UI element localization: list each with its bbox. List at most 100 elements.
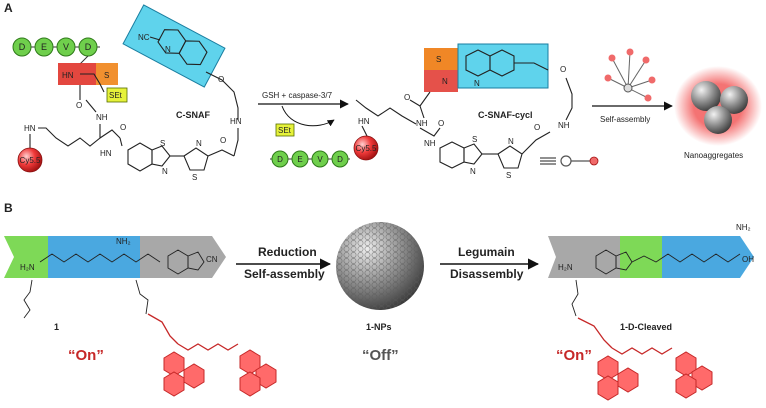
set-label: SEt xyxy=(109,91,123,100)
atom-label: NC xyxy=(138,33,150,42)
atom-label: O xyxy=(560,65,566,74)
segment-green xyxy=(4,236,48,278)
peptide-circle xyxy=(12,37,32,57)
atom-label: HN xyxy=(100,149,112,158)
cy55-dye-icon xyxy=(353,135,379,161)
compound-1-label: 1 xyxy=(54,322,59,332)
atom-label: O xyxy=(220,136,226,145)
cleaved-scaffold: H₂N NH₂ OH xyxy=(548,223,754,317)
benzothiazole-a: S N N S O HN xyxy=(127,117,242,182)
atom-label: S xyxy=(192,173,197,182)
compound-name-csnaf: C-SNAF xyxy=(176,110,210,120)
segment-gray xyxy=(140,236,226,278)
atom-label: HN xyxy=(24,124,36,133)
atom-label: NH₂ xyxy=(116,237,131,246)
set-leaving-label: SEt xyxy=(278,126,292,135)
legumain-arrow: Legumain Disassembly xyxy=(440,245,540,281)
cy-label: Cy5.5 xyxy=(20,156,41,165)
monomer-tail-icon xyxy=(589,156,599,166)
atom-label: NH xyxy=(96,113,108,122)
off-label: “Off” xyxy=(362,347,399,364)
reduction-arrow: Reduction Self-assembly xyxy=(236,245,332,281)
peptide-circle xyxy=(56,37,76,57)
on-label-right: “On” xyxy=(556,347,592,364)
peptide-letter: E xyxy=(297,155,302,164)
peptide-circle xyxy=(291,150,309,168)
atom-label: CN xyxy=(206,255,218,264)
disassembly-text: Disassembly xyxy=(450,267,524,281)
atom-label: NH₂ xyxy=(736,223,751,232)
monomer-head-icon xyxy=(560,155,572,167)
lysine-chain-a: HN Cy5.5 O HN xyxy=(17,123,126,173)
peptide-circle xyxy=(311,150,329,168)
peptide-circle xyxy=(331,150,349,168)
nanoaggregates: Nanoaggregates xyxy=(674,66,762,160)
nanoparticle-ball-icon xyxy=(691,81,721,111)
atom-label: N xyxy=(442,77,448,86)
product-csnaf-cycl: S N N O NH O NH O NH HN Cy5.5 S N N S O … xyxy=(353,43,599,180)
peptide-letter: D xyxy=(277,155,283,164)
atom-label: N xyxy=(470,167,476,176)
atom-label: N xyxy=(474,79,480,88)
peptide-letter: D xyxy=(85,42,92,52)
atom-label: O xyxy=(438,119,444,128)
nanoparticle-ball-icon xyxy=(720,86,748,114)
panel-a-label: A xyxy=(4,1,13,15)
atom-label: NH xyxy=(424,139,436,148)
atom-label: O xyxy=(404,93,410,102)
atom-label: S xyxy=(506,171,511,180)
atom-label: N xyxy=(162,167,168,176)
reaction-arrow-a: GSH + caspase-3/7 SEt D E V D xyxy=(258,91,350,168)
segment-gray xyxy=(548,236,620,278)
atom-label: NH xyxy=(558,121,570,130)
atom-label: O xyxy=(76,101,82,110)
quinoline-box-a: NC N O xyxy=(122,4,239,120)
atom-label: NH xyxy=(416,119,428,128)
atom-label: S xyxy=(436,55,441,64)
atom-label: H₂N xyxy=(20,263,35,272)
peptide-circle xyxy=(34,37,54,57)
atom-label: HN xyxy=(62,71,74,80)
atom-label: N xyxy=(165,45,171,54)
reduction-text: Reduction xyxy=(258,245,317,259)
np-label: 1-NPs xyxy=(366,322,392,332)
atom-label: S xyxy=(104,71,109,80)
self-assembly-text: Self-assembly xyxy=(600,115,650,124)
peptide-letter: E xyxy=(41,42,47,52)
dye-structure-right xyxy=(577,317,713,401)
atom-label: O xyxy=(218,75,224,84)
atom-label: H₂N xyxy=(558,263,573,272)
cy55-dye-icon xyxy=(17,147,43,173)
cysteine-block-a: HN S SEt O NH xyxy=(58,63,128,122)
peptide-letter: V xyxy=(63,42,69,52)
compound-1-scaffold: H₂N NH₂ CN xyxy=(4,236,226,319)
atom-label: O xyxy=(120,123,126,132)
reagent-text: GSH + caspase-3/7 xyxy=(262,91,333,100)
legumain-text: Legumain xyxy=(458,245,515,259)
nanoaggregates-label: Nanoaggregates xyxy=(684,151,743,160)
cleaved-label: 1-D-Cleaved xyxy=(620,322,672,332)
peptide-circle xyxy=(271,150,289,168)
peptide-letter: D xyxy=(19,42,26,52)
self-assembly-a: Self-assembly xyxy=(592,48,673,124)
on-label-left: “On” xyxy=(68,347,104,364)
peptide-letter: D xyxy=(337,155,343,164)
cy-label: Cy5.5 xyxy=(356,144,377,153)
dye-structure-left xyxy=(147,313,277,397)
monomer-cluster-icon xyxy=(604,48,656,102)
segment-blue xyxy=(662,236,754,278)
atom-label: N xyxy=(508,137,514,146)
atom-label: OH xyxy=(742,255,754,264)
segment-blue xyxy=(48,236,140,278)
nanoparticle-ball-icon xyxy=(704,106,732,134)
panel-b-label: B xyxy=(4,201,13,215)
atom-label: O xyxy=(534,123,540,132)
devd-peptide-top: D E V D xyxy=(12,37,100,65)
atom-label: S xyxy=(160,139,165,148)
peptide-letter: V xyxy=(317,155,323,164)
atom-label: N xyxy=(196,139,202,148)
atom-label: HN xyxy=(358,117,370,126)
self-assembly-b-text: Self-assembly xyxy=(244,267,325,281)
